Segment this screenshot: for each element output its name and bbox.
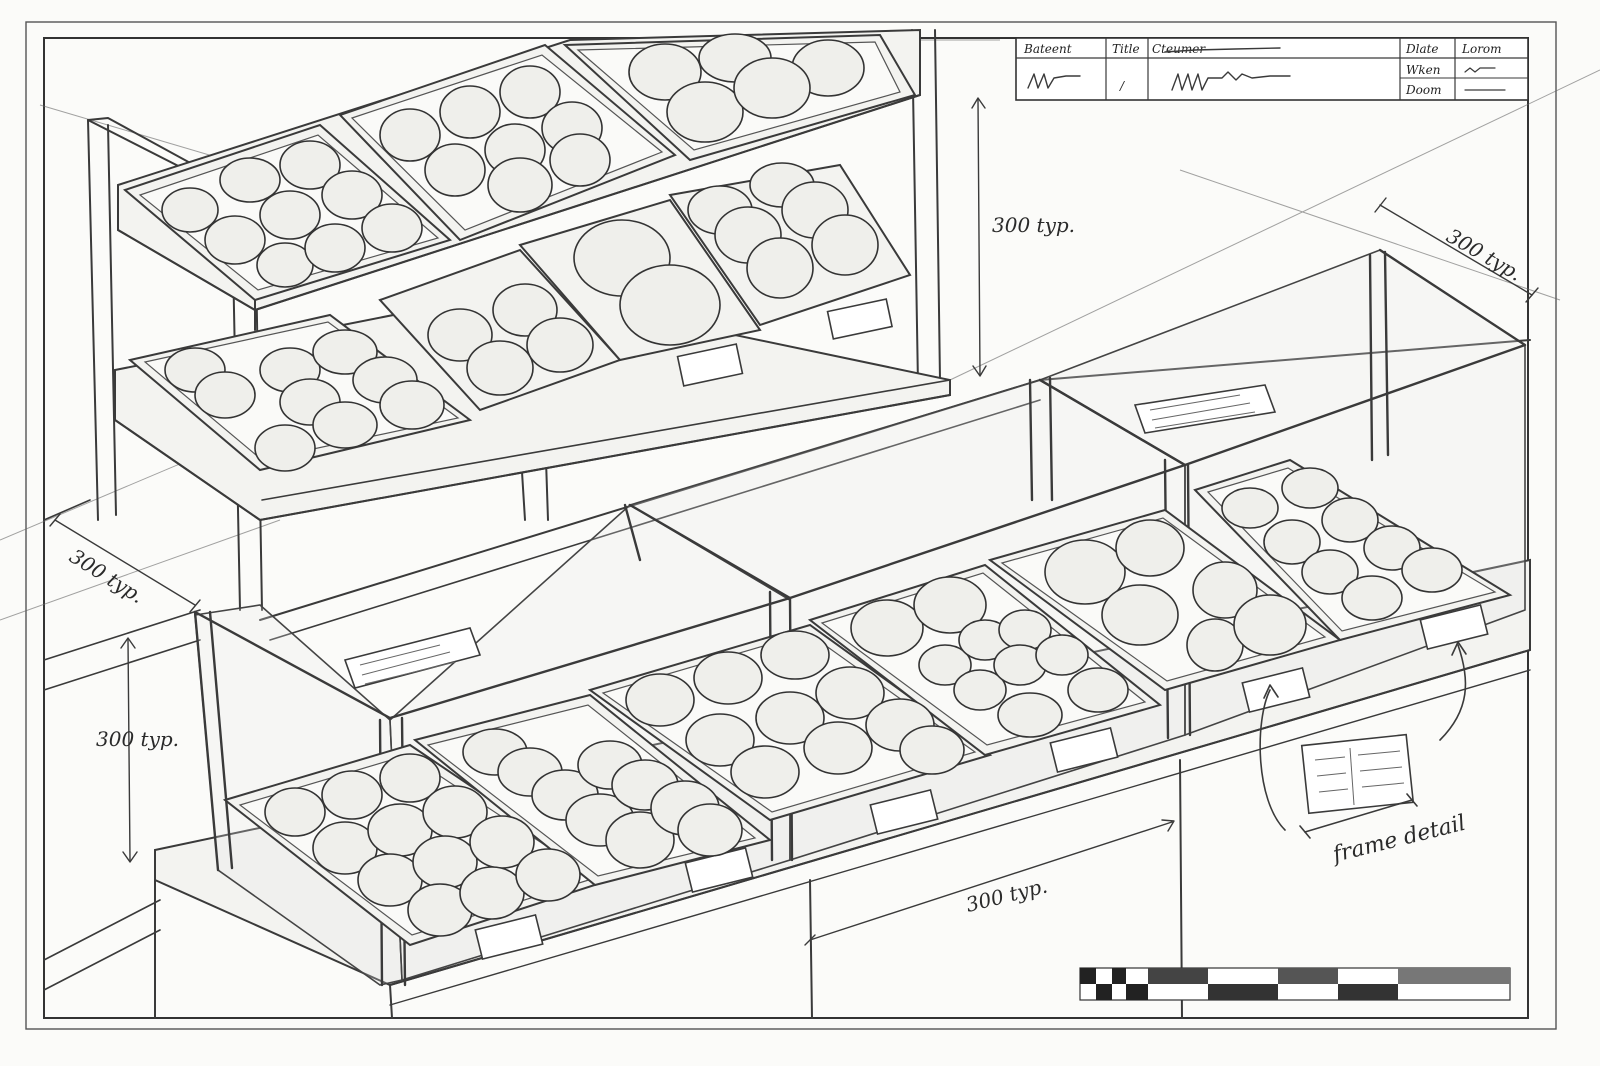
sign-card-right (1133, 384, 1277, 434)
sign-card-left (343, 627, 482, 689)
dimension-label: 300 typ. (992, 213, 1075, 237)
title-block-col1-header: Bateent (1023, 42, 1072, 56)
dimension-left-depth: 300 typ. (49, 513, 201, 613)
display-counter (154, 248, 1531, 1019)
dimension-label: 300 typ. (96, 727, 179, 751)
buns-case-4 (850, 576, 1129, 738)
title-block-col2-header: Title (1112, 42, 1140, 56)
dimension-label: 300 typ. (1443, 224, 1527, 286)
room-lines (43, 499, 201, 991)
dimension-upper-shelf: 300 typ. (971, 97, 1075, 377)
scale-bar (1079, 967, 1511, 1001)
buns-top-middle (379, 65, 611, 213)
upper-shelving-unit (87, 28, 951, 611)
buns-case-1 (264, 753, 581, 937)
buns-middle (427, 162, 879, 396)
title-block-row2-label: Wken (1406, 63, 1440, 77)
title-block-row3-label: Doom (1405, 83, 1441, 97)
title-block: Bateent Title Cteumer / Dlate Lorom Wken… (1015, 37, 1529, 101)
title-block-date-value: Lorom (1461, 42, 1502, 56)
buns-case-3 (625, 630, 965, 799)
buns-case-6 (1221, 467, 1463, 621)
dimension-lower-height: 300 typ. (96, 637, 179, 863)
buns-case-2 (462, 728, 743, 869)
buns-case-5 (1044, 519, 1307, 672)
dimension-label: 300 typ. (65, 544, 148, 608)
outer-border (25, 21, 1557, 1030)
title-block-date-label: Dlate (1405, 42, 1439, 56)
title-block-col3-header: Cteumer (1152, 42, 1206, 56)
buns-top-right (628, 33, 865, 143)
buns-bottom-left (164, 329, 445, 472)
buns-top-left (161, 140, 423, 288)
dimension-label: 300 typ. (963, 873, 1049, 916)
title-block-col2-value: / (1119, 79, 1126, 93)
